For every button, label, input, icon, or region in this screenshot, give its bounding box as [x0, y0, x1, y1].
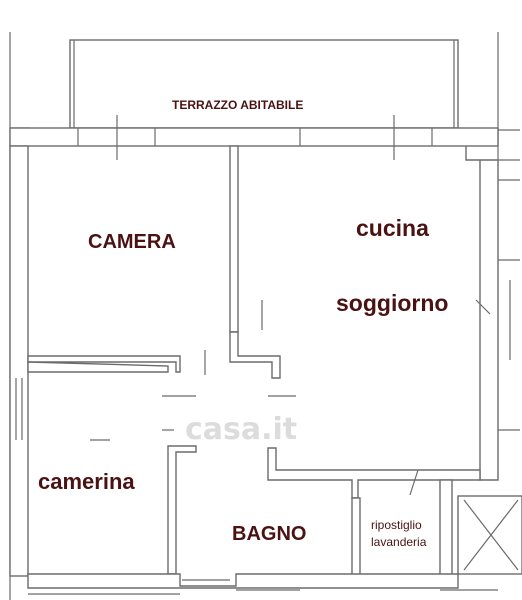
soggiorno-label: soggiorno	[336, 290, 449, 316]
bagno-north-wall	[267, 447, 481, 499]
camerina-label: camerina	[38, 469, 135, 494]
cucina-label: cucina	[356, 215, 429, 241]
bagno-ripostiglio-partition	[351, 497, 361, 577]
camera-label: CAMERA	[88, 231, 176, 253]
bagno-label: BAGNO	[232, 523, 307, 545]
right-outer-wall	[497, 32, 520, 161]
watermark: casa.it	[185, 412, 298, 447]
camerina-east-wall	[167, 445, 197, 575]
camera-living-partition	[229, 145, 239, 333]
ripostiglio-label: ripostiglio	[371, 518, 422, 532]
terrace-railing	[69, 39, 459, 129]
lavanderia-label: lavanderia	[371, 535, 427, 549]
north-wall	[9, 127, 499, 147]
terrace-label: TERRAZZO ABITABILE	[172, 98, 304, 112]
east-wall	[465, 146, 499, 481]
ripostiglio-east-wall	[439, 479, 453, 577]
camerina-north-wall	[27, 361, 169, 373]
south-wall	[27, 573, 459, 589]
west-wall	[9, 145, 29, 577]
